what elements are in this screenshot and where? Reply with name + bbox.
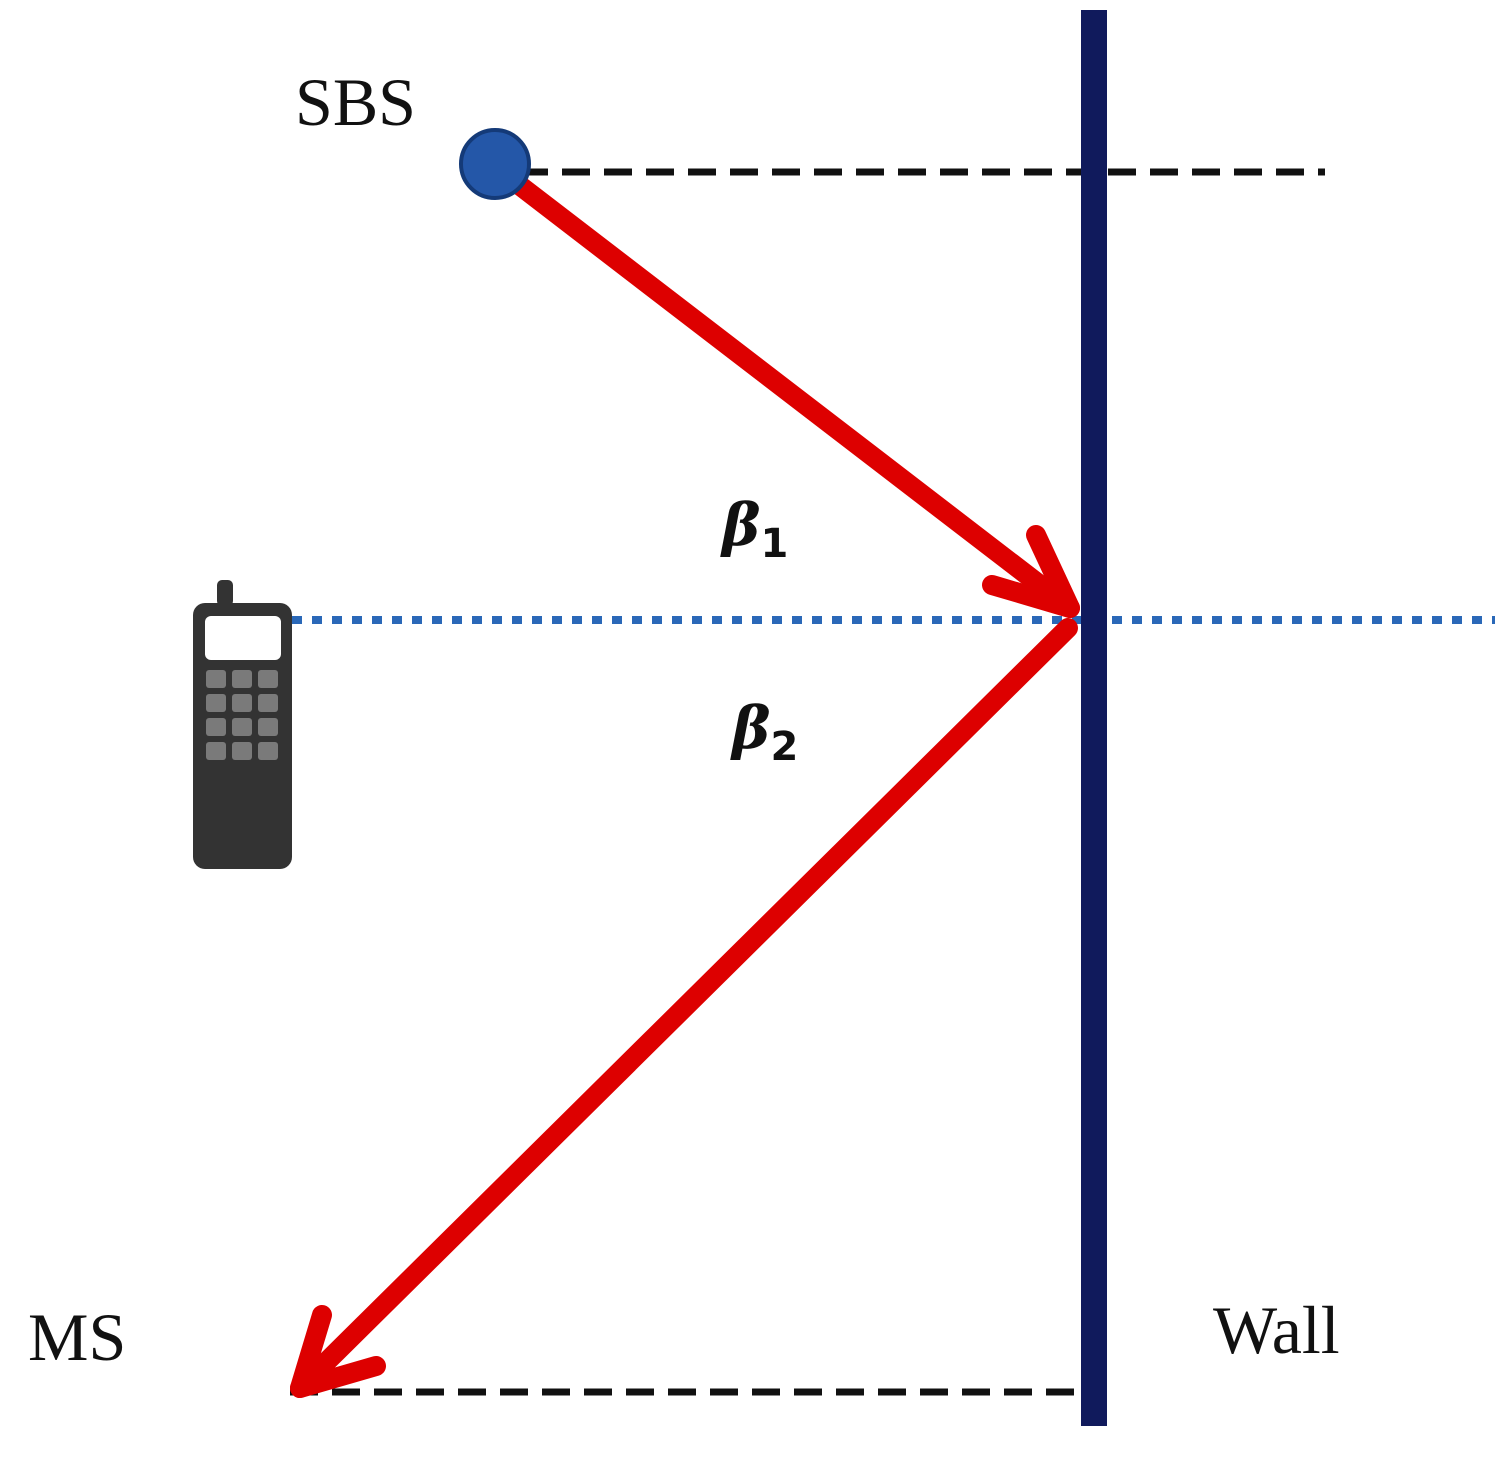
phone-key (232, 718, 252, 736)
reflected-ray (290, 618, 1078, 1398)
beta1-label: β1 (720, 491, 788, 567)
sbs-label: SBS (295, 64, 416, 140)
beta2-subscript: 2 (771, 724, 799, 770)
phone-key (258, 694, 278, 712)
reflected-ray-arrowhead (290, 1305, 386, 1398)
incident-ray-shaft (487, 158, 1080, 618)
phone-key (206, 670, 226, 688)
phone-key (232, 742, 252, 760)
ms-label: MS (28, 1299, 126, 1375)
phone-key (206, 742, 226, 760)
phone-key (258, 742, 278, 760)
phone-antenna-stub (217, 580, 233, 606)
phone-key (206, 718, 226, 736)
incident-ray (487, 158, 1080, 618)
phone-key (232, 670, 252, 688)
beta2-label: β2 (730, 694, 798, 770)
wall (1081, 10, 1107, 1426)
beta1-subscript: 1 (761, 521, 789, 567)
phone-key (206, 694, 226, 712)
phone-screen (205, 616, 281, 660)
wall-label: Wall (1213, 1292, 1340, 1368)
phone-key (258, 718, 278, 736)
sbs-node (459, 128, 531, 200)
reflected-ray-shaft (290, 618, 1078, 1398)
phone-key (232, 694, 252, 712)
mobile-phone-icon (193, 580, 292, 869)
phone-key (258, 670, 278, 688)
beta2-symbol: β (730, 694, 771, 762)
incident-ray-arrowhead (982, 525, 1080, 618)
phone-keypad (206, 670, 278, 760)
beta1-symbol: β (720, 491, 761, 559)
